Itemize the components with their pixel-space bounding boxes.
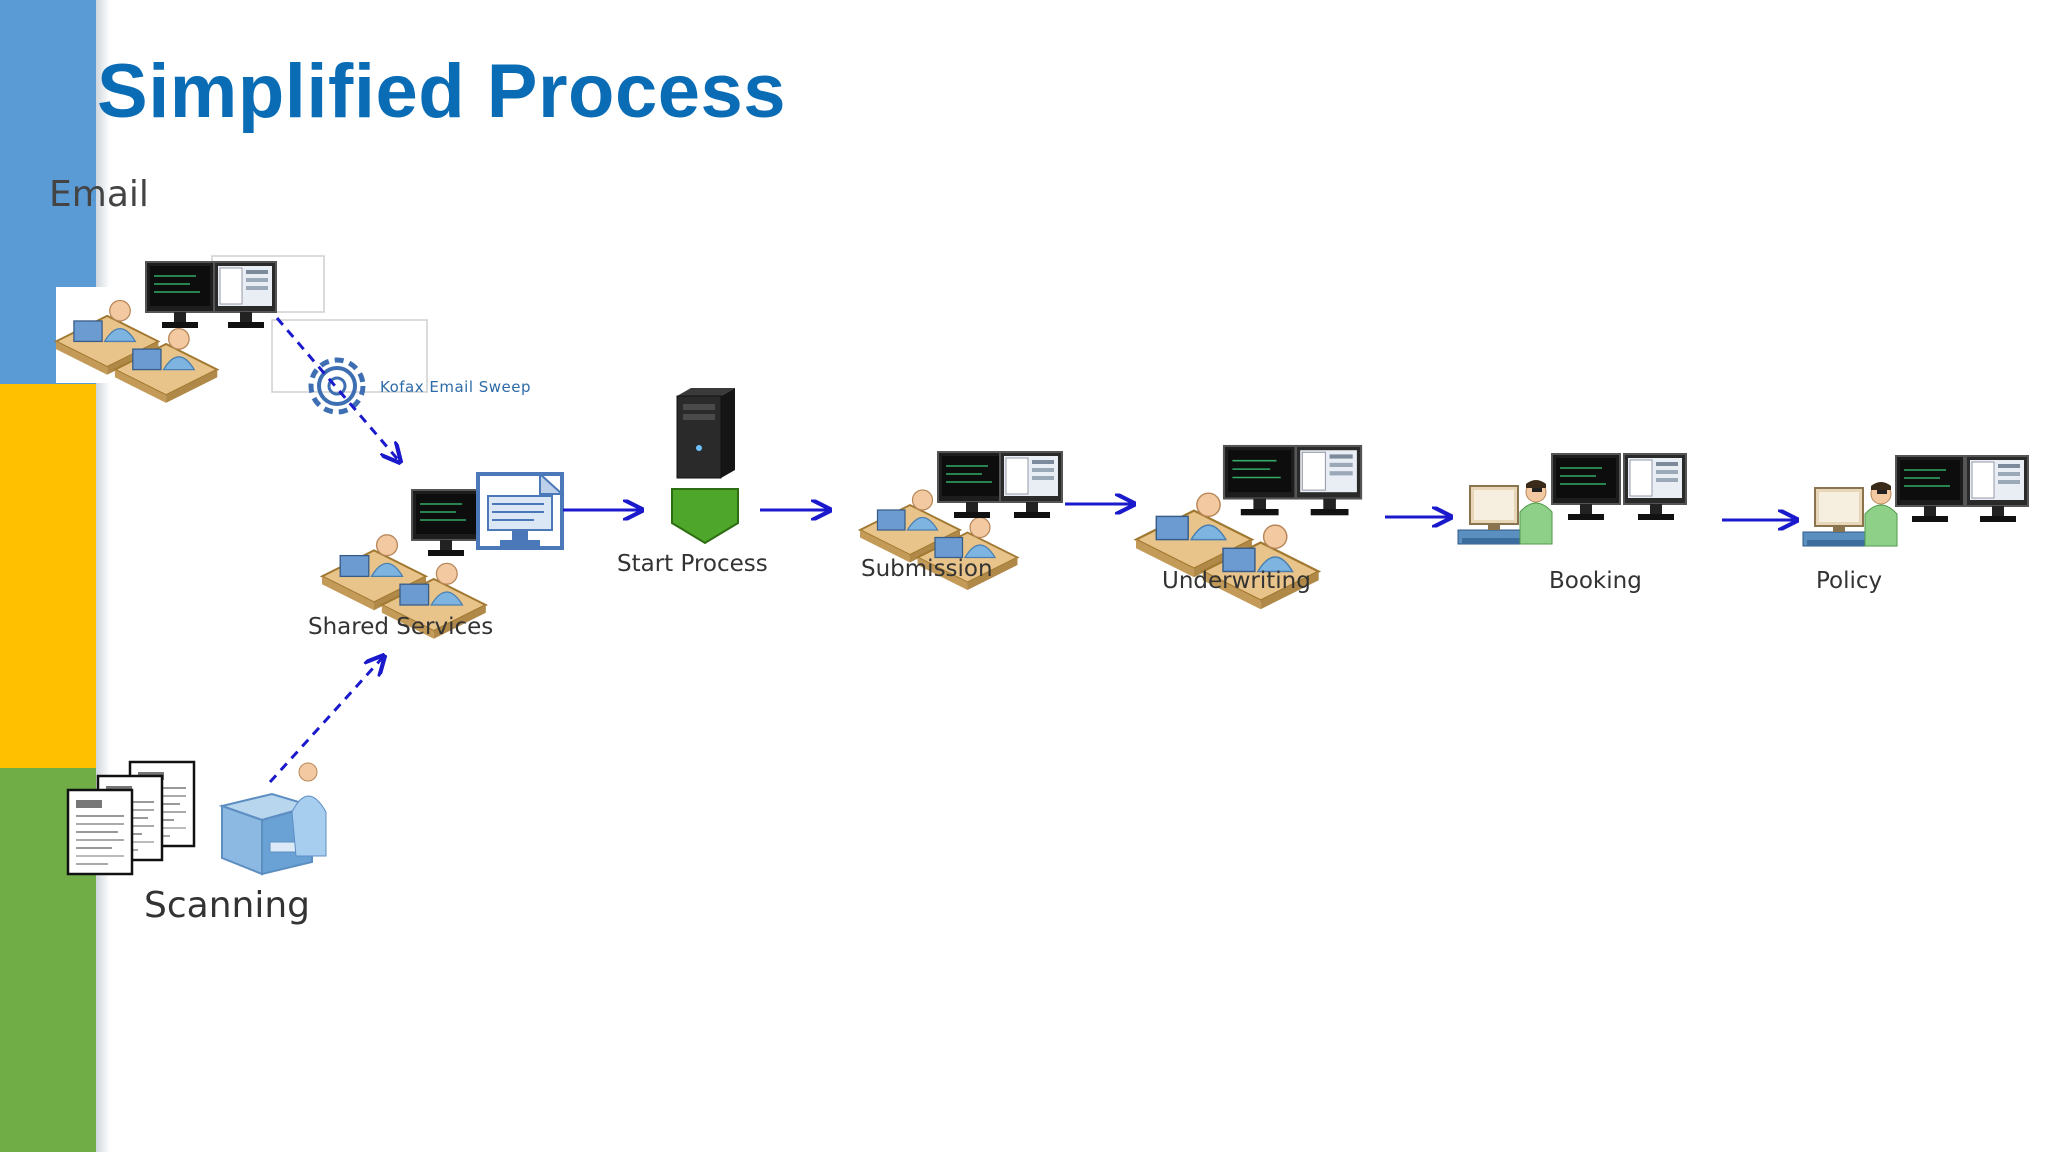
- scanning-group: [66, 760, 327, 876]
- dual-monitor-icon: [1623, 453, 1687, 521]
- submission-label: Submission: [861, 556, 993, 582]
- gear-icon: [308, 357, 366, 415]
- underwriting-label: Underwriting: [1162, 568, 1311, 594]
- operator-workstation-icon: [1802, 481, 1898, 547]
- document-stack-icon: [66, 760, 196, 876]
- start-process-label: Start Process: [617, 551, 768, 577]
- shared-services-label: Shared Services: [308, 614, 494, 640]
- booking-group: [1457, 453, 1687, 545]
- server-tower-icon: [676, 388, 735, 479]
- start-process-shape: [671, 488, 739, 545]
- booking-label: Booking: [1549, 568, 1642, 594]
- dual-monitor-icon: [1895, 455, 1965, 523]
- slide-title: Simplified Process: [97, 49, 787, 134]
- shared-services-group: [322, 471, 565, 639]
- dual-monitor-icon: [1222, 444, 1297, 517]
- email-source-group: [56, 255, 325, 403]
- dual-monitor-icon: [411, 489, 481, 557]
- start-process-group: [671, 388, 739, 545]
- email-label: Email: [49, 174, 149, 215]
- flow-arrow-scanning-to-shared: [268, 656, 384, 784]
- dual-monitor-icon: [213, 261, 277, 329]
- sidebar-color-bands: [0, 0, 96, 1152]
- kofax-label: Kofax Email Sweep: [380, 378, 532, 396]
- document-screen-icon: [476, 471, 565, 550]
- dual-monitor-icon: [1551, 453, 1621, 521]
- policy-label: Policy: [1816, 568, 1883, 594]
- kofax-email-sweep: [271, 319, 428, 415]
- dual-monitor-icon: [145, 261, 215, 329]
- scanner-operator-icon: [218, 762, 327, 876]
- operator-workstation-icon: [1457, 479, 1553, 545]
- dual-monitor-icon: [937, 451, 1007, 519]
- kofax-window-frame: [271, 319, 428, 393]
- dual-monitor-icon: [1965, 455, 2029, 523]
- scanning-label: Scanning: [144, 885, 311, 926]
- policy-group: [1802, 455, 2029, 547]
- dual-monitor-icon: [1294, 444, 1363, 517]
- sidebar-band-yellow: [0, 384, 96, 768]
- dual-monitor-icon: [999, 451, 1063, 519]
